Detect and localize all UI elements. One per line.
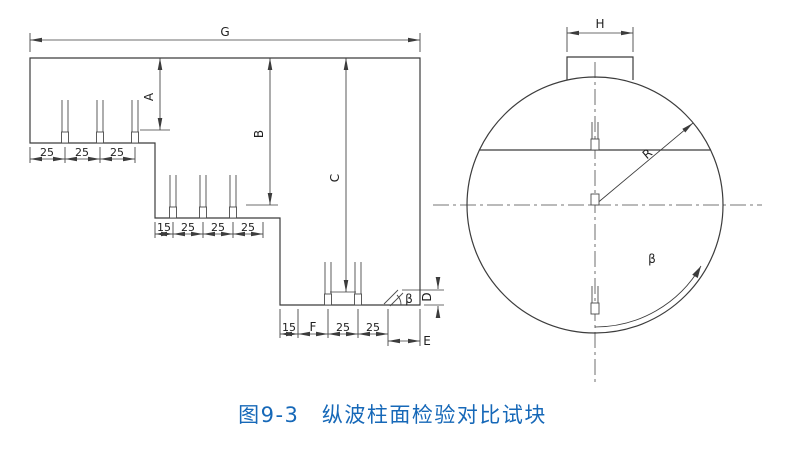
dim-label-row2-0: 15 — [157, 221, 171, 234]
dim-label-angle-right: β — [648, 252, 656, 266]
dim-g — [29, 33, 421, 52]
cylinder-outline — [466, 76, 724, 334]
dim-label-row3-1: F — [310, 320, 317, 334]
dim-c — [330, 58, 356, 293]
dim-label-b: B — [252, 130, 266, 138]
dim-label-row1-2: 25 — [110, 146, 124, 159]
dim-label-row2-2: 25 — [211, 221, 225, 234]
dim-label-row3-0: 15 — [282, 321, 296, 334]
radius-line — [594, 122, 694, 206]
dim-row2 — [154, 222, 264, 238]
stepped-block-outline — [29, 57, 421, 306]
stepped-block-view: β G A B C — [29, 25, 444, 348]
top-boss-outline — [566, 56, 634, 80]
dim-a — [140, 58, 170, 131]
angle-arc — [594, 265, 702, 328]
hole-mark — [199, 175, 207, 219]
hole-mark — [590, 122, 600, 151]
angled-hole-mark — [383, 289, 404, 307]
dim-row3 — [279, 309, 421, 346]
dim-label-h: H — [595, 17, 604, 31]
hole-mark — [229, 175, 237, 219]
dim-label-row1-0: 25 — [40, 146, 54, 159]
hole-mark — [96, 100, 104, 144]
dim-label-row3-2: 25 — [336, 321, 350, 334]
hole-mark — [169, 175, 177, 219]
dim-label-row3-3: 25 — [366, 321, 380, 334]
dim-label-angle-left: β — [405, 292, 413, 306]
dim-label-r: R — [640, 146, 655, 162]
hole-mark — [590, 286, 600, 315]
dim-label-row2-3: 25 — [241, 221, 255, 234]
dim-h — [566, 27, 634, 52]
dim-label-d: D — [420, 292, 434, 301]
dim-label-c: C — [328, 174, 342, 182]
dim-row1 — [29, 147, 136, 163]
dim-label-e: E — [423, 334, 431, 348]
hole-mark — [61, 100, 69, 144]
dim-label-a: A — [142, 92, 156, 101]
figure-caption: 图9-3 纵波柱面检验对比试块 — [238, 403, 547, 427]
hole-mark — [354, 262, 362, 306]
dim-label-g: G — [220, 25, 229, 39]
dim-d — [402, 277, 444, 318]
cylinder-view: H R β — [433, 17, 762, 382]
dim-b — [246, 58, 278, 206]
hole-mark — [324, 262, 332, 306]
dim-label-row1-1: 25 — [75, 146, 89, 159]
hole-mark — [131, 100, 139, 144]
dim-label-row2-1: 25 — [181, 221, 195, 234]
hole-mark — [590, 193, 600, 206]
